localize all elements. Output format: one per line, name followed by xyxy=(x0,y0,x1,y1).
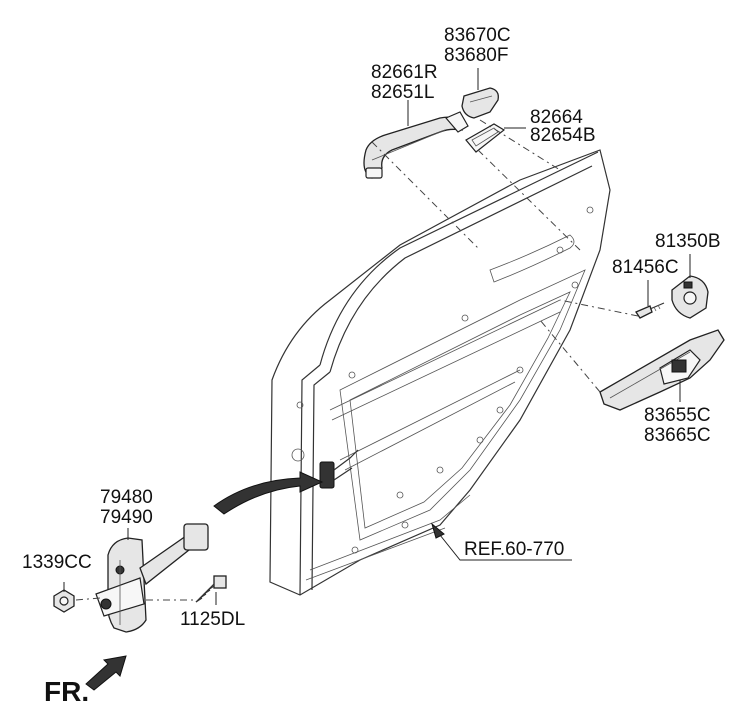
label-81350B: 81350B xyxy=(655,231,721,252)
inner-handle-part xyxy=(599,329,725,411)
striker-bolt-part xyxy=(635,302,665,319)
nut-part xyxy=(53,589,75,613)
label-ref: REF.60-770 xyxy=(464,539,565,560)
label-1339CC: 1339CC xyxy=(22,552,92,573)
front-arrow-icon xyxy=(85,655,127,691)
outside-handle-part xyxy=(363,111,469,179)
striker-part xyxy=(671,275,709,319)
front-indicator: FR. xyxy=(44,676,90,707)
label-1125DL: 1125DL xyxy=(180,609,246,630)
label-83670C: 83670C xyxy=(444,25,511,46)
gasket-part xyxy=(465,123,506,153)
label-83655C: 83655C xyxy=(644,405,711,426)
label-83665C: 83665C xyxy=(644,425,711,446)
door-checker-part xyxy=(95,523,209,633)
label-82654B: 82654B xyxy=(530,125,596,146)
label-79480: 79480 xyxy=(100,487,153,508)
label-79490: 79490 xyxy=(100,507,153,528)
handle-cover-part xyxy=(461,87,499,119)
location-arrow xyxy=(213,471,324,515)
label-82651L: 82651L xyxy=(371,82,435,103)
label-81456C: 81456C xyxy=(612,257,679,278)
rear-door-panel xyxy=(269,149,611,596)
bolt-part xyxy=(195,575,227,603)
label-82664: 82664 xyxy=(530,107,583,128)
label-82661R: 82661R xyxy=(371,62,438,83)
label-83680F: 83680F xyxy=(444,45,509,66)
